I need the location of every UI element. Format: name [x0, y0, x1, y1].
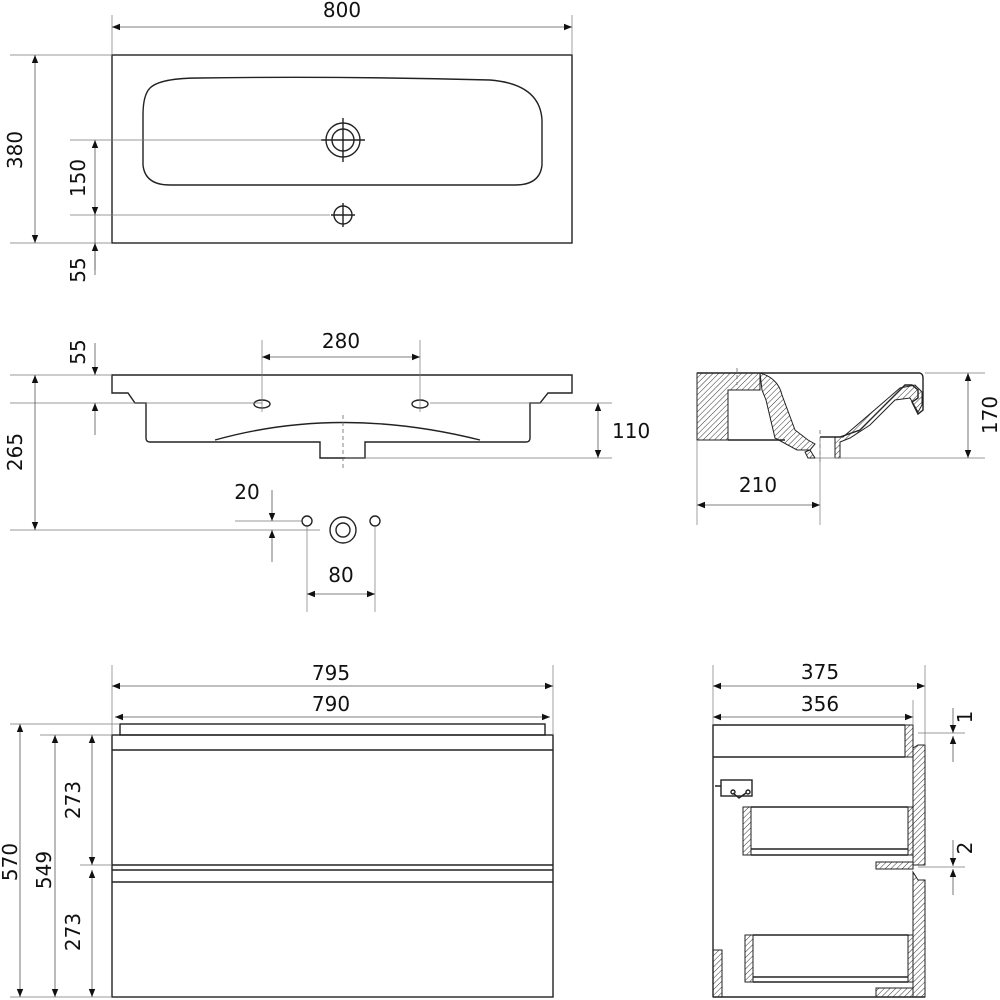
dim-body-width: 790	[312, 692, 350, 716]
dim-top-depth: 375	[801, 660, 839, 684]
dim-depth: 380	[3, 131, 27, 169]
dim-drain-offset: 210	[739, 473, 777, 497]
overflow-hole-icon	[331, 203, 355, 227]
dim-tap-offset: 55	[66, 339, 90, 364]
basin-bottom-curve	[214, 421, 481, 441]
cabinet-front: 795 790 570 549 273 273	[0, 661, 554, 998]
dim-basin-depth: 110	[612, 419, 650, 443]
dim-waste-offset: 20	[234, 480, 259, 504]
basin-outline	[111, 54, 573, 244]
dim-tap-overflow: 150	[66, 159, 90, 197]
dim-body-height: 549	[32, 851, 56, 889]
dim-body-depth: 356	[801, 692, 839, 716]
dim-gap-top: 1	[953, 711, 977, 724]
basin-profile	[111, 374, 573, 459]
dim-width: 800	[323, 0, 361, 22]
basin-bowl	[142, 76, 543, 186]
worktop	[119, 723, 546, 736]
waste-icon	[301, 515, 381, 544]
dim-total-height: 570	[0, 843, 22, 881]
dim-height: 265	[3, 433, 27, 471]
dim-drawer-lower: 273	[61, 913, 85, 951]
dim-gap-mid: 2	[953, 842, 977, 855]
cabinet-body	[111, 734, 554, 998]
dim-side-height: 170	[978, 396, 1000, 434]
dim-top-width: 795	[312, 661, 350, 685]
hinge-icon	[715, 779, 753, 799]
tap-hole-icon	[321, 118, 365, 162]
dim-drawer-upper: 273	[61, 781, 85, 819]
top-view: 800 380 150 55	[3, 0, 573, 283]
dim-tap-spacing: 280	[322, 329, 360, 353]
dim-overflow-offset: 55	[66, 257, 90, 282]
cabinet-side: 375 356 1 2	[712, 660, 977, 998]
front-section: 280 55 265 110 20 80	[3, 329, 650, 612]
side-section: 170 210	[696, 368, 1000, 525]
dim-waste-spacing: 80	[328, 563, 353, 587]
